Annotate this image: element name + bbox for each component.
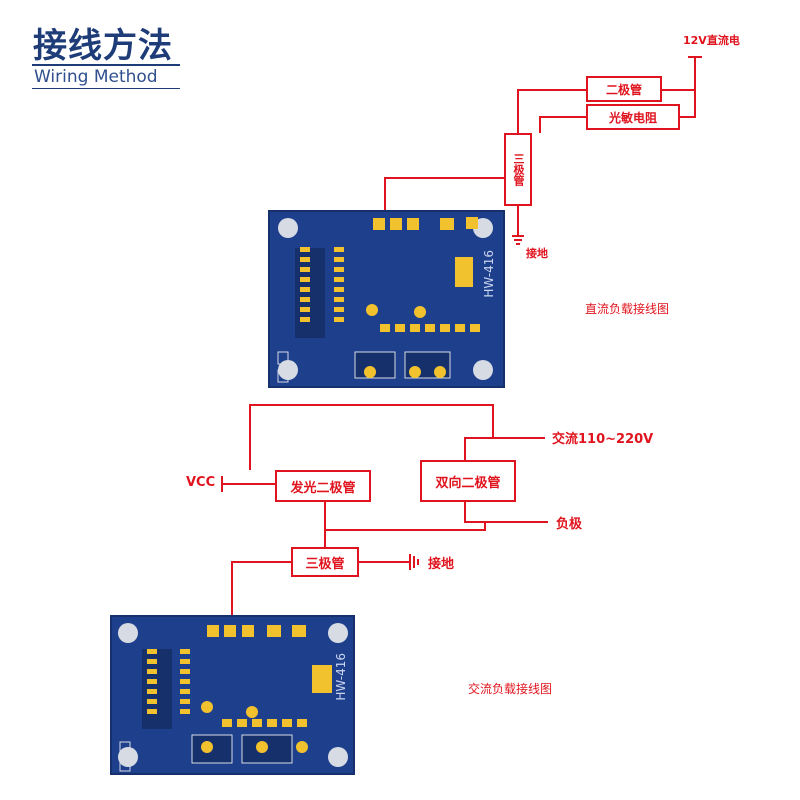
- ac-pcb-board: HW-416: [110, 615, 355, 775]
- dc-pcb-graphic: [277, 217, 493, 383]
- ac-led-label: 发光二极管: [290, 480, 356, 496]
- ac-triac-label: 双向二极管: [435, 475, 501, 491]
- dc-photoresistor-box: 光敏电阻: [586, 104, 680, 130]
- dc-caption: 直流负载接线图: [585, 302, 670, 316]
- ac-pcb-graphic: [118, 623, 348, 772]
- dc-diode-box: 二极管: [586, 76, 662, 102]
- ac-load-label: 负极: [556, 517, 583, 532]
- ac-led-box: 发光二极管: [275, 470, 371, 502]
- dc-diode-label: 二极管: [605, 82, 642, 97]
- ac-triac-box: 双向二极管: [420, 460, 516, 502]
- ac-caption: 交流负载接线图: [468, 682, 553, 696]
- page-subtitle: Wiring Method: [34, 67, 158, 87]
- ac-triode-label: 三极管: [305, 556, 345, 572]
- dc-ground-label: 接地: [526, 247, 548, 260]
- ac-vcc-label: VCC: [186, 475, 216, 490]
- dc-photoresistor-label: 光敏电阻: [608, 110, 657, 125]
- dc-supply-label: 12V直流电: [683, 34, 740, 47]
- page-title: 接线方法: [33, 26, 173, 66]
- dc-board-id: HW-416: [482, 250, 496, 298]
- ac-supply-label: 交流110~220V: [552, 432, 654, 447]
- ac-triode-box: 三极管: [291, 547, 359, 577]
- title-underline: [32, 88, 180, 89]
- dc-triode-box: 三极管: [504, 133, 532, 206]
- title-divider: [32, 64, 180, 66]
- dc-triode-label: 三极管: [512, 153, 525, 186]
- ac-board-id: HW-416: [334, 653, 348, 701]
- dc-pcb-board: HW-416: [268, 210, 505, 388]
- ac-ground-label: 接地: [428, 557, 455, 572]
